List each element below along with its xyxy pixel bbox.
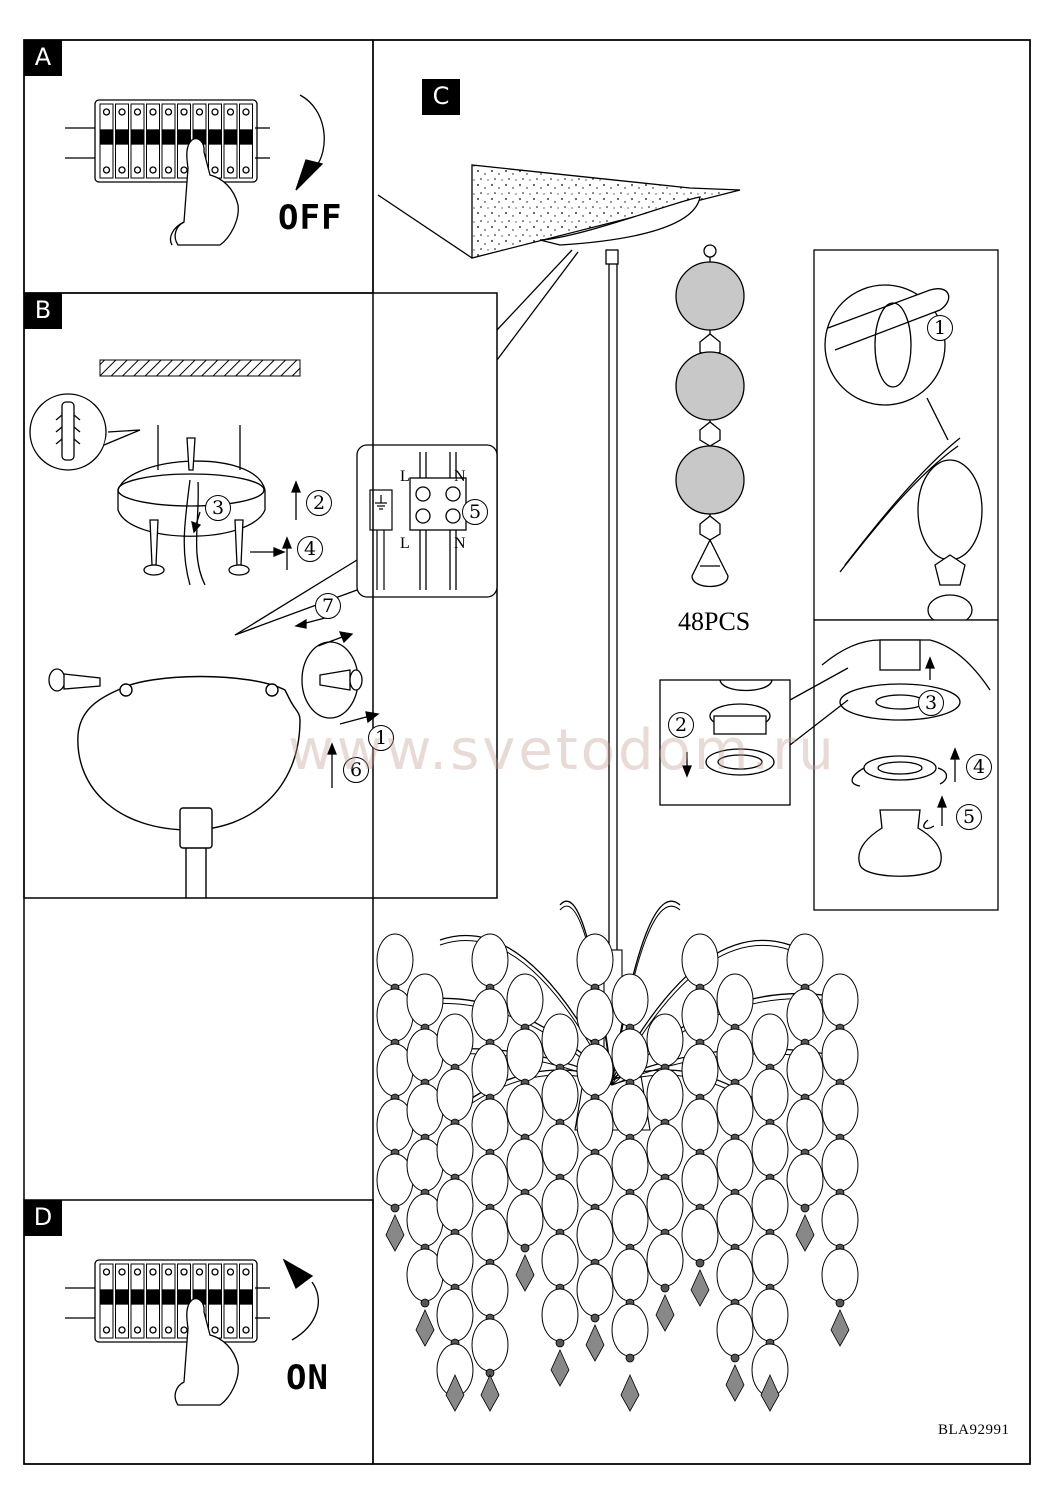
step-b4: 4 xyxy=(297,536,323,562)
circuit-breaker-panel-icon xyxy=(65,99,270,183)
ceiling-slab xyxy=(471,164,741,259)
screw-icon xyxy=(143,519,250,576)
rotation-arrow-icon xyxy=(282,1258,320,1341)
panel-b xyxy=(23,292,498,899)
panel-d-border xyxy=(23,1199,374,1465)
panel-b-tag: B xyxy=(24,293,62,329)
step-b7: 7 xyxy=(315,593,341,619)
step-c3: 3 xyxy=(918,690,944,716)
terminal-n-bottom: N xyxy=(454,535,466,552)
pendant-count-label: 48PCS xyxy=(678,607,751,636)
terminal-l-top: L xyxy=(400,468,410,485)
step-b6: 6 xyxy=(343,757,369,783)
terminal-block-icon xyxy=(234,444,498,636)
step-c2: 2 xyxy=(668,712,694,738)
detail-pointer xyxy=(496,249,579,361)
ceiling-cover xyxy=(77,675,301,898)
socket-zoom xyxy=(659,667,849,806)
step-b5: 5 xyxy=(462,499,488,525)
step-c5: 5 xyxy=(956,804,982,830)
rotation-arrow-icon xyxy=(295,94,325,191)
side-screw-left xyxy=(48,668,101,692)
hook-detail xyxy=(813,249,999,626)
step-c1: 1 xyxy=(927,315,953,341)
canopy-plate xyxy=(117,425,266,537)
pointing-hand-icon xyxy=(174,1298,239,1406)
ground-symbol-icon xyxy=(369,489,393,590)
switch-on-label: ON xyxy=(286,1358,329,1398)
side-screw-right xyxy=(301,631,363,719)
pendant-strand xyxy=(675,244,745,588)
panel-c-border xyxy=(372,39,1031,1465)
ceiling-canopy xyxy=(539,196,701,246)
step-b3: 3 xyxy=(205,495,231,521)
ceiling-hatch xyxy=(99,359,301,377)
model-code: BLA92991 xyxy=(938,1422,1010,1438)
direction-arrows-canopy xyxy=(191,480,301,570)
terminal-n-top: N xyxy=(454,468,466,485)
panel-d-tag: D xyxy=(24,1200,62,1236)
socket-arrows xyxy=(851,656,960,830)
panel-c xyxy=(372,39,1031,1465)
switch-off-label: OFF xyxy=(278,198,343,238)
panel-a-tag: A xyxy=(24,40,62,76)
suspension-rod xyxy=(605,249,619,950)
panel-b-border xyxy=(23,292,498,899)
panel-a xyxy=(23,39,374,294)
panel-c-tag: C xyxy=(422,79,460,115)
chandelier-illustration xyxy=(376,900,859,1412)
step-c4: 4 xyxy=(966,754,992,780)
supply-wires xyxy=(183,479,206,586)
pointing-hand-icon xyxy=(169,138,239,246)
terminal-l-bottom: L xyxy=(400,535,410,552)
watermark: www.svetodom.ru xyxy=(288,718,837,783)
panel-d xyxy=(23,1199,374,1465)
circuit-breaker-panel-icon xyxy=(65,1259,270,1343)
direction-arrows-cover xyxy=(294,617,380,788)
step-b1: 1 xyxy=(368,725,394,751)
wall-plug-icon xyxy=(29,393,141,471)
step-b2: 2 xyxy=(306,490,332,516)
